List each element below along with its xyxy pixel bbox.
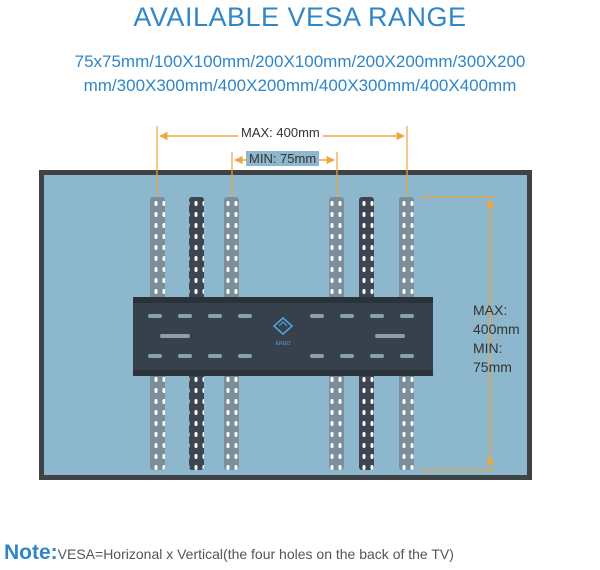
vesa-range-line-2: mm/300X300mm/400X200mm/400X300mm/400X400… (83, 76, 517, 95)
footnote: Note:VESA=Horizonal x Vertical(the four … (4, 541, 454, 565)
vertical-max-label: MAX: (473, 302, 508, 318)
vertical-min-value: 75mm (473, 359, 512, 375)
horizontal-min-label: MIN: 75mm (246, 151, 320, 166)
vesa-range-line-1: 75x75mm/100X100mm/200X100mm/200X200mm/30… (74, 52, 526, 71)
horizontal-max-label: MAX: 400mm (238, 125, 323, 140)
dimension-guides (156, 126, 495, 471)
page-title: AVAILABLE VESA RANGE (133, 2, 467, 32)
brand-logo-icon (272, 316, 294, 336)
note-label: Note: (4, 541, 58, 564)
vertical-max-value: 400mm (473, 321, 520, 337)
wall-plate (133, 297, 433, 376)
brand-logo-text: ERGO (276, 341, 291, 347)
note-text: VESA=Horizonal x Vertical(the four holes… (57, 546, 454, 562)
vertical-min-label: MIN: (473, 340, 503, 356)
